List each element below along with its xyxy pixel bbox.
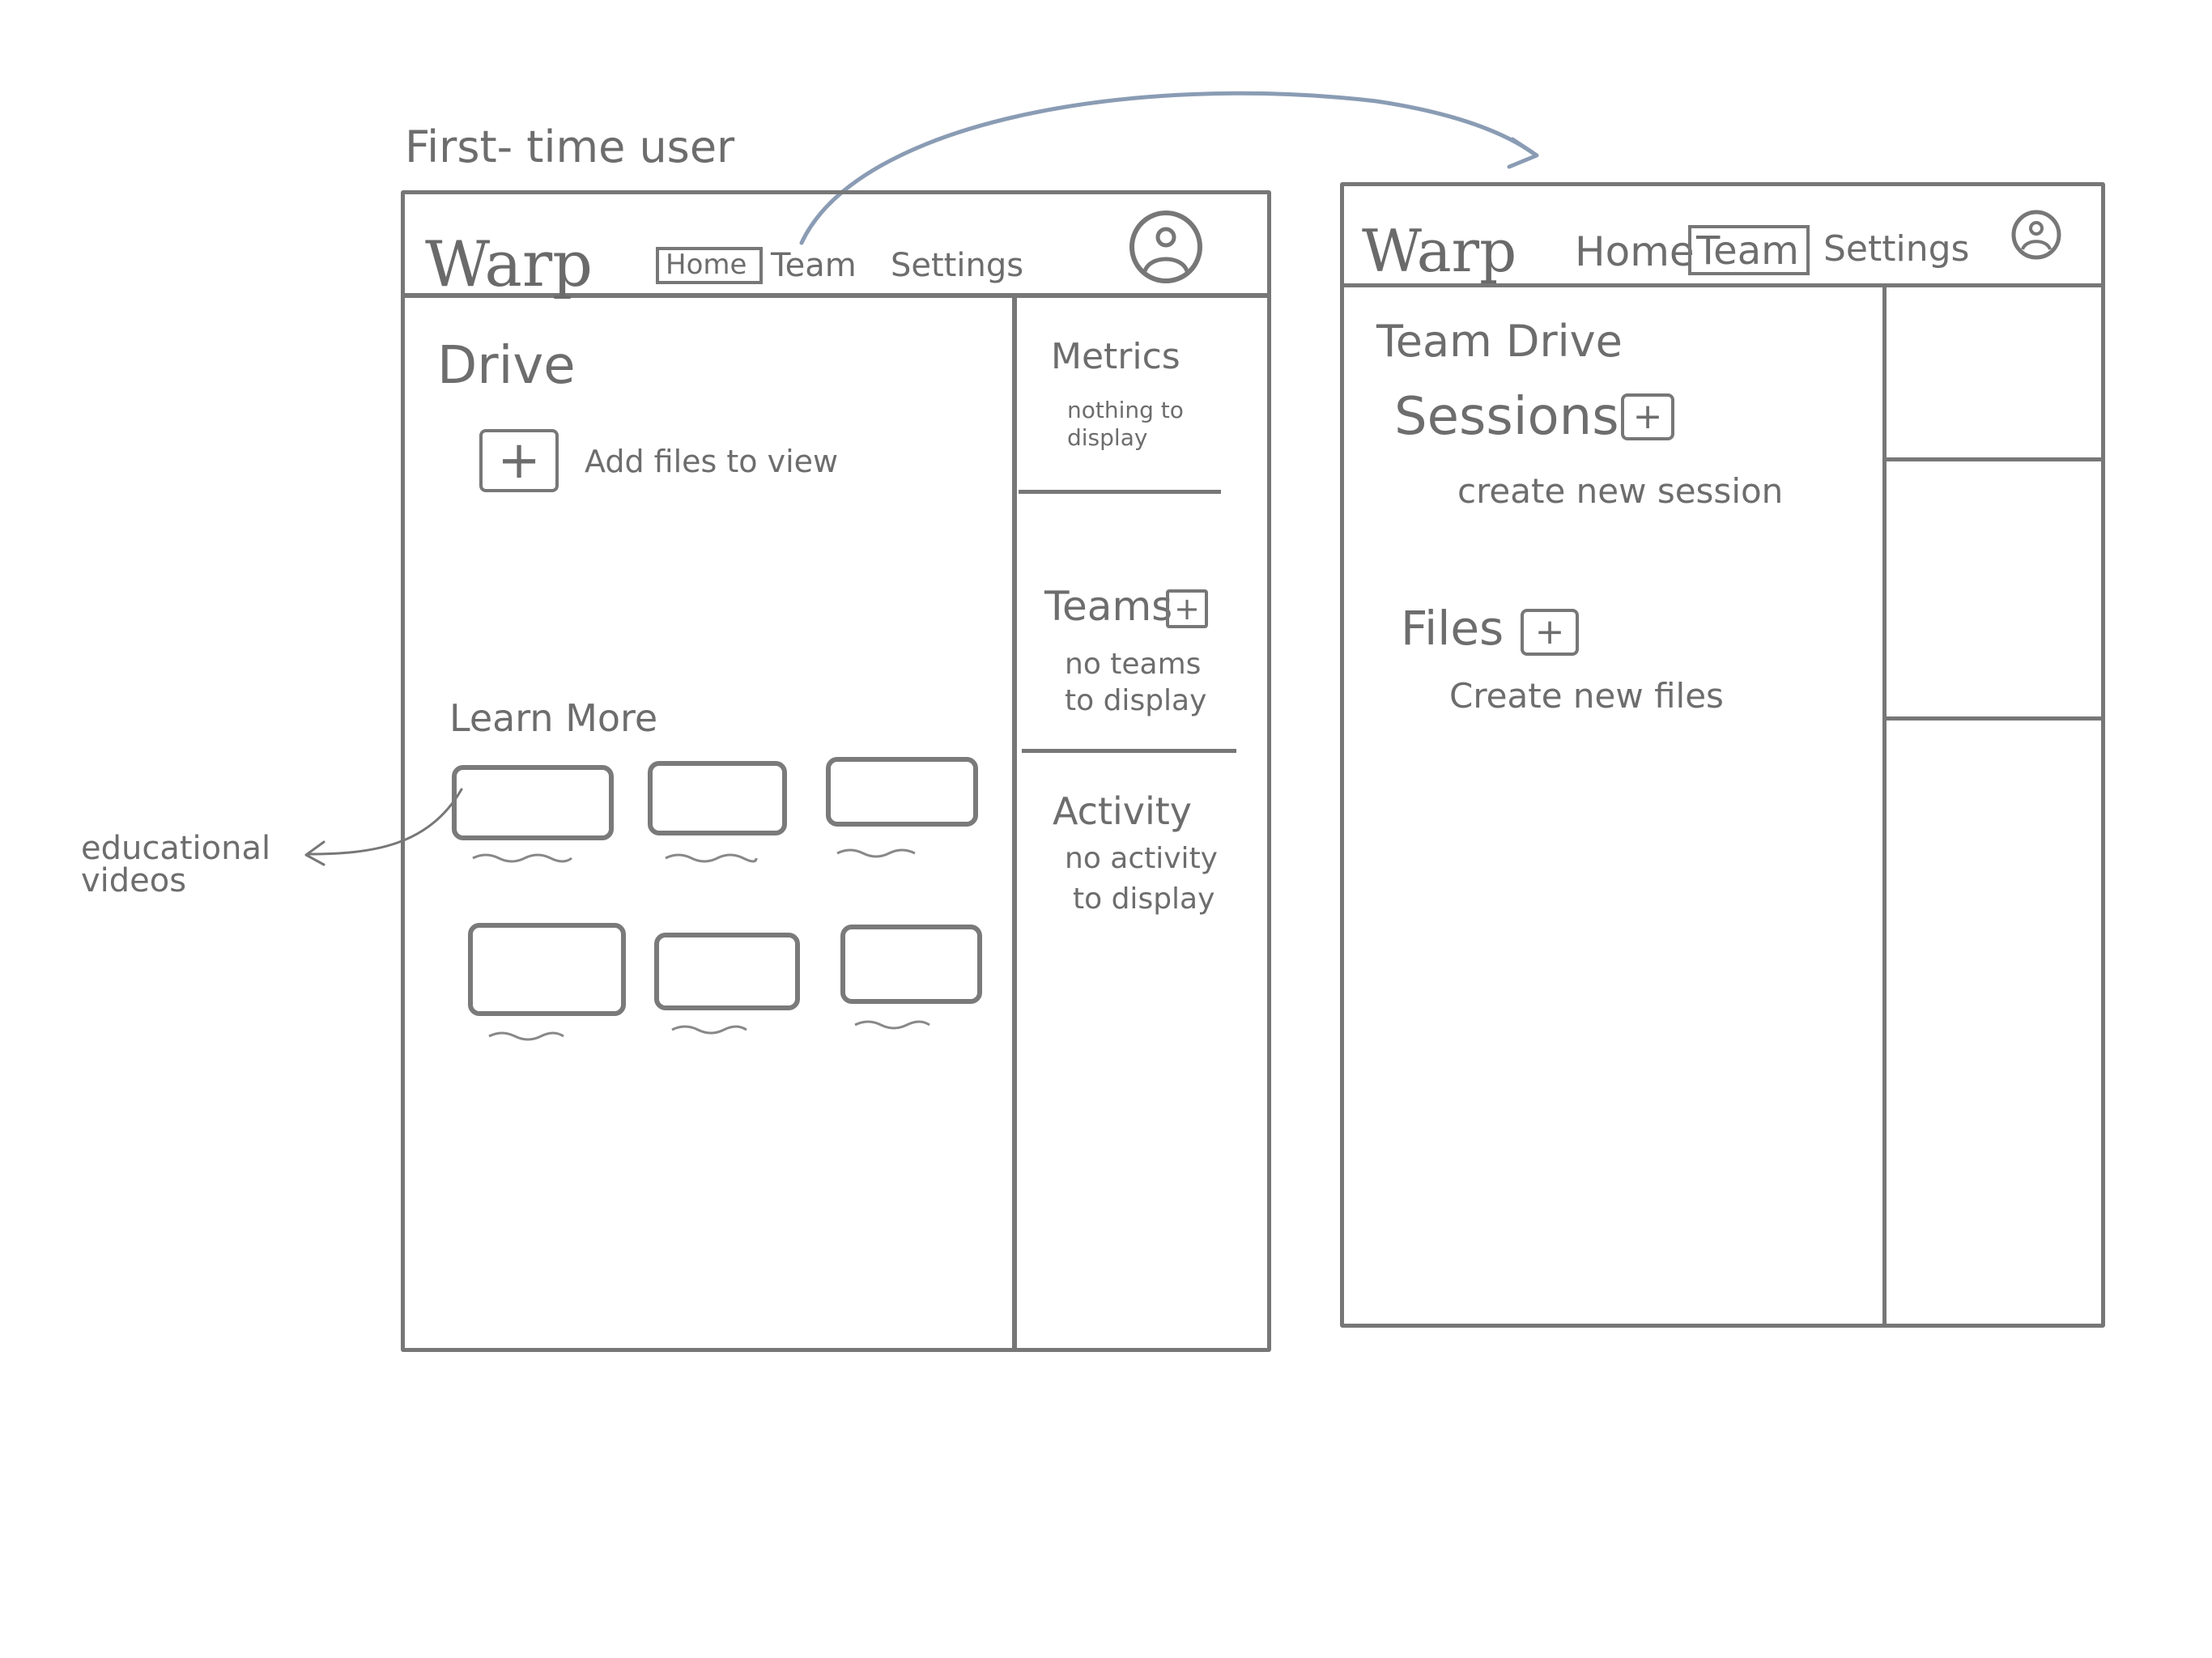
- metrics-divider: [1019, 490, 1221, 494]
- activity-title: Activity: [1053, 789, 1193, 833]
- video-caption-placeholder-5: [671, 1025, 747, 1035]
- team-nav-team[interactable]: Team: [1696, 228, 1799, 274]
- home-header-divider: [405, 293, 1267, 298]
- team-header-divider: [1344, 283, 2101, 287]
- video-caption-placeholder-1: [472, 853, 572, 863]
- add-files-button[interactable]: +: [479, 429, 559, 492]
- video-thumbnail-5[interactable]: [654, 933, 800, 1010]
- nav-home[interactable]: Home: [666, 249, 747, 281]
- metrics-empty-line2: display: [1067, 424, 1148, 451]
- home-user-avatar-icon[interactable]: [1125, 206, 1206, 287]
- video-thumbnail-3[interactable]: [826, 757, 978, 827]
- team-user-avatar-icon[interactable]: [2008, 206, 2065, 263]
- add-team-button[interactable]: +: [1166, 589, 1208, 628]
- video-caption-placeholder-2: [665, 853, 758, 863]
- video-caption-placeholder-6: [854, 1020, 930, 1030]
- home-screen-frame: [401, 190, 1271, 1352]
- home-logo: Warp: [425, 228, 593, 301]
- team-drive-title: Team Drive: [1376, 316, 1623, 367]
- educational-videos-pointer-head: [304, 840, 325, 866]
- educational-videos-label-line2: videos: [81, 862, 187, 899]
- files-empty-label: Create new files: [1449, 676, 1724, 716]
- nav-home-selected-box: [656, 247, 763, 284]
- home-sidebar-divider: [1012, 295, 1017, 1348]
- educational-videos-pointer: [306, 788, 463, 856]
- metrics-title: Metrics: [1051, 336, 1180, 377]
- teams-empty-line2: to display: [1065, 684, 1207, 717]
- video-thumbnail-1[interactable]: [452, 765, 614, 840]
- team-screen-frame: [1340, 182, 2105, 1328]
- flow-arrow-head: [1507, 137, 1539, 169]
- team-sidebar-section-divider-1: [1887, 457, 2101, 461]
- files-title: Files: [1401, 601, 1504, 656]
- team-sidebar-divider: [1882, 287, 1887, 1324]
- metrics-empty-line1: nothing to: [1067, 397, 1184, 423]
- add-session-button[interactable]: +: [1621, 393, 1674, 440]
- first-time-user-label: First- time user: [405, 121, 735, 172]
- sessions-title: Sessions: [1394, 387, 1619, 447]
- flow-arrow-path: [799, 91, 1537, 245]
- nav-team-selected-box: [1688, 225, 1810, 275]
- nav-settings[interactable]: Settings: [891, 247, 1024, 284]
- video-caption-placeholder-3: [836, 848, 916, 858]
- video-caption-placeholder-4: [488, 1031, 564, 1041]
- teams-title: Teams: [1044, 583, 1173, 630]
- video-thumbnail-4[interactable]: [468, 923, 626, 1016]
- add-files-label: Add files to view: [585, 444, 839, 479]
- teams-empty-line1: no teams: [1065, 648, 1202, 681]
- team-nav-settings[interactable]: Settings: [1823, 228, 1970, 270]
- video-thumbnail-2[interactable]: [648, 761, 787, 835]
- teams-divider: [1022, 749, 1236, 753]
- add-file-button[interactable]: +: [1521, 609, 1579, 656]
- drive-title: Drive: [437, 336, 576, 396]
- activity-empty-line2: to display: [1073, 882, 1215, 916]
- sessions-empty-label: create new session: [1457, 471, 1784, 511]
- video-thumbnail-6[interactable]: [840, 925, 982, 1004]
- team-sidebar-section-divider-2: [1887, 716, 2101, 721]
- educational-videos-label-line1: educational: [81, 830, 271, 867]
- activity-empty-line1: no activity: [1065, 842, 1218, 875]
- learn-more-title: Learn More: [449, 696, 658, 740]
- team-logo: Warp: [1362, 217, 1517, 285]
- nav-team[interactable]: Team: [771, 247, 857, 284]
- team-nav-home[interactable]: Home: [1575, 228, 1695, 275]
